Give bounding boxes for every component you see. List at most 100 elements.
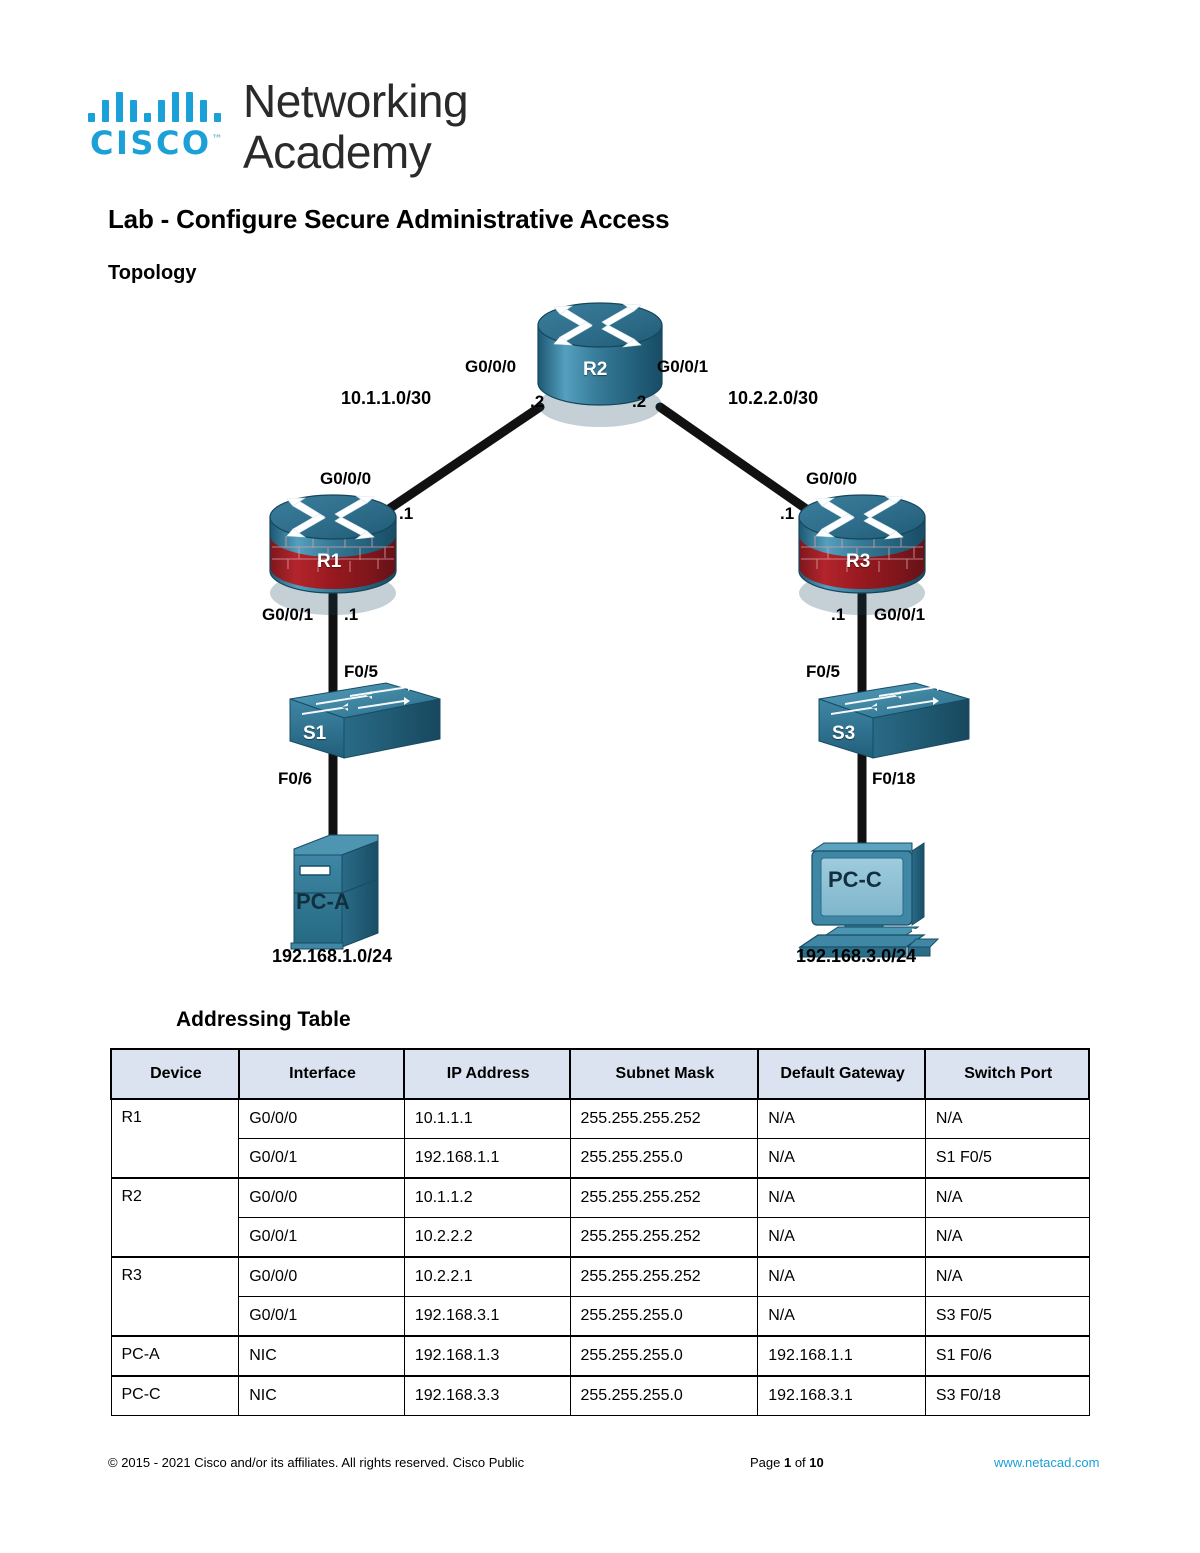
device-label-r2: R2 — [583, 359, 608, 380]
network-topology-diagram: R2 R1 R3 S1 S3 PC-A PC-C 10.1.1.0/30 10.… — [0, 295, 1200, 985]
cell-switch-port: N/A — [924, 1098, 1090, 1139]
interface-label-r2-g0-0-0: G0/0/0 — [465, 357, 517, 376]
column-header-default-gateway: Default Gateway — [756, 1048, 927, 1100]
ip-label-r2-left: .2 — [530, 392, 545, 411]
subnet-label-pc-a: 192.168.1.0/24 — [272, 946, 393, 966]
interface-label-r2-g0-0-1: G0/0/1 — [657, 357, 709, 376]
cisco-bars-icon — [88, 88, 223, 122]
pc-c-icon — [798, 842, 940, 958]
link-r2-r3 — [655, 402, 817, 518]
cell-switch-port: S1 F0/5 — [924, 1138, 1090, 1179]
column-header-switch-port: Switch Port — [924, 1048, 1090, 1100]
cell-default-gateway: N/A — [757, 1098, 926, 1139]
network-label-right: 10.2.2.0/30 — [728, 388, 819, 408]
pc-a-icon — [290, 834, 379, 950]
addressing-table: Device Interface IP Address Subnet Mask … — [110, 1048, 1090, 1416]
ip-label-r3-down: .1 — [831, 605, 846, 624]
addressing-table-heading: Addressing Table — [176, 1008, 351, 1031]
device-label-pc-a: PC-A — [296, 889, 350, 914]
device-label-pc-c: PC-C — [828, 867, 882, 892]
cell-subnet-mask: 255.255.255.252 — [569, 1256, 759, 1297]
cell-switch-port: S3 F0/18 — [924, 1375, 1090, 1416]
cell-interface: NIC — [238, 1335, 405, 1377]
cell-default-gateway: N/A — [757, 1138, 926, 1179]
page-number: 1 — [783, 1455, 792, 1470]
cell-ip-address: 10.2.2.2 — [403, 1217, 571, 1258]
cisco-wordmark: CISCO™ — [90, 124, 223, 162]
topology-canvas — [269, 302, 970, 958]
cell-default-gateway: N/A — [757, 1256, 926, 1297]
cell-switch-port: N/A — [924, 1217, 1090, 1258]
cell-subnet-mask: 255.255.255.0 — [569, 1375, 759, 1416]
footer-page-indicator: Page 1 of 10 — [750, 1455, 824, 1470]
column-header-ip-address: IP Address — [403, 1048, 571, 1100]
cell-default-gateway: N/A — [757, 1217, 926, 1258]
cell-ip-address: 10.1.1.1 — [403, 1098, 571, 1139]
trademark-symbol: ™ — [211, 132, 223, 146]
interface-label-r1-g0-0-1: G0/0/1 — [262, 605, 314, 624]
interface-label-r3-g0-0-1: G0/0/1 — [874, 605, 926, 624]
subnet-label-pc-c: 192.168.3.0/24 — [796, 946, 917, 966]
cisco-networking-academy-logo: CISCO™ Networking Academy — [88, 75, 548, 178]
cell-ip-address: 192.168.1.3 — [403, 1335, 571, 1377]
cell-subnet-mask: 255.255.255.252 — [569, 1177, 759, 1218]
page-title: Lab - Configure Secure Administrative Ac… — [108, 204, 670, 234]
logo-line-networking: Networking — [243, 75, 469, 127]
link-r1-r2 — [378, 402, 545, 518]
footer-netacad-link[interactable]: www.netacad.com — [994, 1455, 1100, 1470]
ip-label-r3-up: .1 — [780, 504, 795, 523]
cell-switch-port: S1 F0/6 — [924, 1335, 1090, 1377]
cell-default-gateway: 192.168.3.1 — [757, 1375, 926, 1416]
ip-label-r1-down: .1 — [344, 605, 359, 624]
column-header-device: Device — [110, 1048, 240, 1100]
cell-switch-port: S3 F0/5 — [924, 1296, 1090, 1337]
cell-subnet-mask: 255.255.255.252 — [569, 1217, 759, 1258]
page-prefix: Page — [750, 1455, 784, 1470]
cell-interface: G0/0/1 — [238, 1138, 405, 1179]
ip-label-r1-up: .1 — [399, 504, 414, 523]
cell-interface: G0/0/1 — [238, 1217, 405, 1258]
column-header-subnet-mask: Subnet Mask — [569, 1048, 759, 1100]
cell-interface: G0/0/0 — [238, 1098, 405, 1139]
page-total: 10 — [809, 1455, 824, 1470]
cell-switch-port: N/A — [924, 1256, 1090, 1297]
cell-device: PC-C — [110, 1375, 240, 1416]
port-label-s1-f0-6: F0/6 — [278, 769, 313, 788]
cell-default-gateway: N/A — [757, 1177, 926, 1218]
cell-switch-port: N/A — [924, 1177, 1090, 1218]
cell-ip-address: 192.168.3.1 — [403, 1296, 571, 1337]
port-label-s3-f0-5: F0/5 — [806, 662, 841, 681]
router-r1-icon — [269, 494, 397, 615]
port-label-s1-f0-5: F0/5 — [344, 662, 379, 681]
addressing-table-head: Device Interface IP Address Subnet Mask … — [110, 1048, 1090, 1100]
topology-links — [328, 402, 867, 848]
page-middle: of — [791, 1455, 810, 1470]
cell-ip-address: 192.168.1.1 — [403, 1138, 571, 1179]
interface-label-r1-g0-0-0: G0/0/0 — [320, 469, 372, 488]
cell-ip-address: 10.2.2.1 — [403, 1256, 571, 1297]
device-label-r1: R1 — [317, 551, 342, 572]
switch-s3-icon — [818, 682, 970, 759]
device-label-r3: R3 — [846, 551, 871, 572]
footer-copyright: © 2015 - 2021 Cisco and/or its affiliate… — [108, 1455, 525, 1470]
cell-device: R2 — [110, 1177, 240, 1258]
cell-default-gateway: 192.168.1.1 — [757, 1335, 926, 1377]
cell-interface: G0/0/0 — [238, 1256, 405, 1297]
cell-ip-address: 10.1.1.2 — [403, 1177, 571, 1218]
cell-subnet-mask: 255.255.255.0 — [569, 1138, 759, 1179]
cell-device: R3 — [110, 1256, 240, 1337]
interface-label-r3-g0-0-0: G0/0/0 — [806, 469, 858, 488]
page-footer: © 2015 - 2021 Cisco and/or its affiliate… — [0, 1455, 1200, 1485]
cell-ip-address: 192.168.3.3 — [403, 1375, 571, 1416]
cell-interface: G0/0/0 — [238, 1177, 405, 1218]
table-header-row: Device Interface IP Address Subnet Mask … — [110, 1048, 1090, 1100]
router-r2-icon — [537, 302, 663, 427]
ip-label-r2-right: .2 — [632, 392, 647, 411]
